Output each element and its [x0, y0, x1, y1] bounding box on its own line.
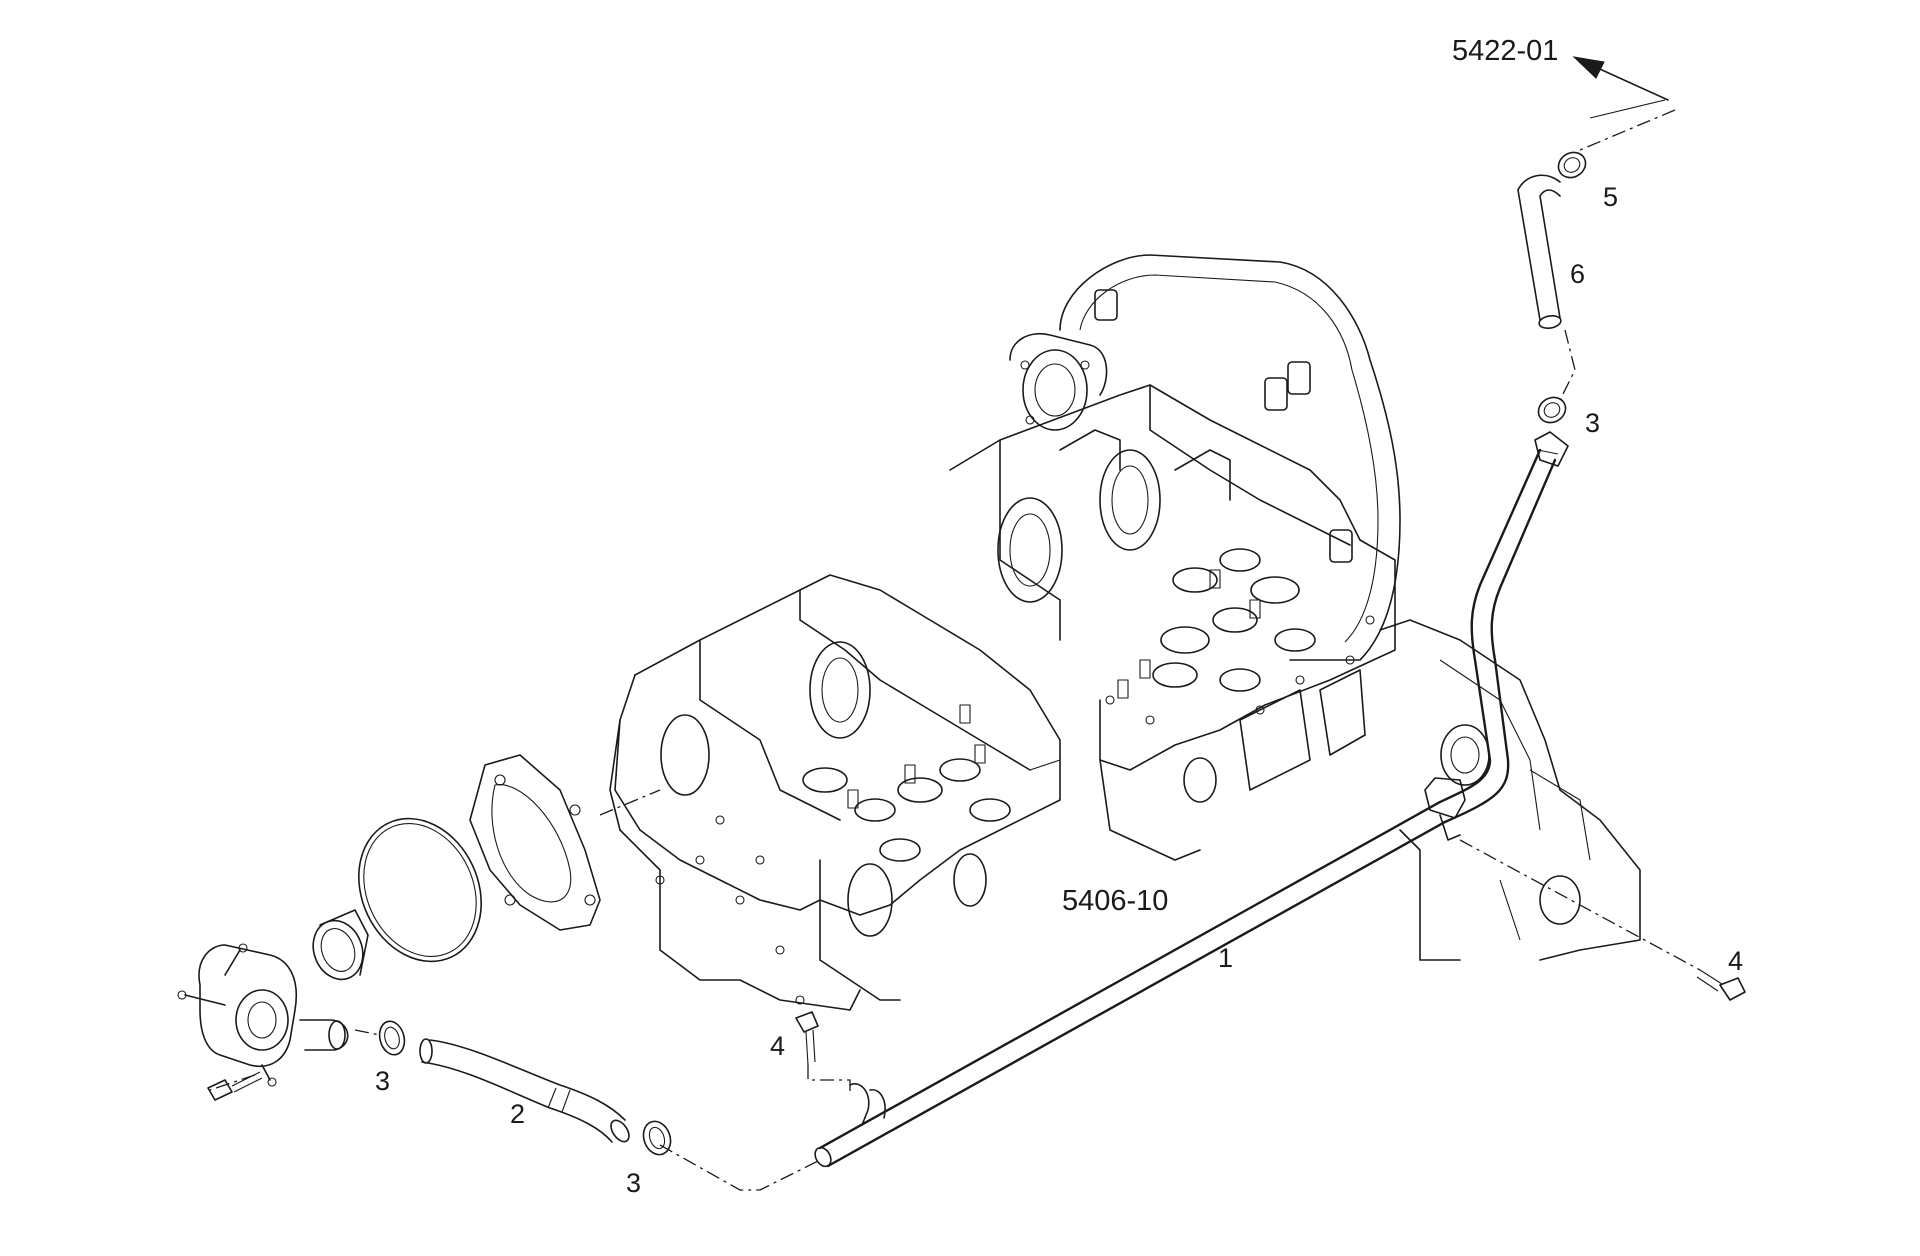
- callout-item-1: 1: [1218, 943, 1233, 973]
- lower-reference-label: 5406-10: [1062, 885, 1168, 917]
- front-cover-assembly: [312, 754, 601, 981]
- hose-2: [419, 1038, 630, 1143]
- cylinder-head-front: [609, 574, 1061, 1011]
- callout-item-5: 5: [1603, 182, 1618, 212]
- leader-lines: [209, 99, 1701, 1191]
- callout-item-3-bottom: 3: [626, 1168, 641, 1198]
- callout-item-2: 2: [510, 1099, 525, 1129]
- clamp-bottom: [642, 1120, 672, 1156]
- upper-reference-label: 5422-01: [1452, 35, 1558, 67]
- cylinder-head-rear: [949, 384, 1396, 861]
- clamp-left: [378, 1020, 406, 1056]
- rear-bracket: [1379, 619, 1641, 961]
- clamp-5: [1557, 151, 1587, 179]
- callout-item-6: 6: [1570, 259, 1585, 289]
- bolt-center: [795, 1011, 819, 1066]
- reference-arrow-icon: [1572, 56, 1669, 101]
- callout-item-4-right: 4: [1728, 946, 1743, 976]
- callout-item-4-center: 4: [770, 1031, 785, 1061]
- bolt-left: [207, 1071, 263, 1101]
- callout-item-3-left: 3: [375, 1066, 390, 1096]
- thermostat-housing: [177, 943, 349, 1087]
- bolt-right: [1696, 969, 1746, 1001]
- callout-item-3-upper: 3: [1585, 408, 1600, 438]
- clamp-upper: [1537, 396, 1567, 424]
- hose-6: [1517, 174, 1562, 330]
- flywheel-housing: [1009, 254, 1401, 661]
- pipe-1: [814, 431, 1569, 1168]
